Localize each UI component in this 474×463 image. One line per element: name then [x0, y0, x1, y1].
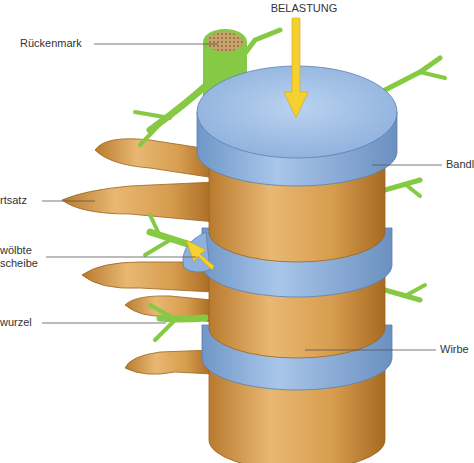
nerve: [135, 112, 170, 118]
nerve: [160, 318, 205, 319]
nerves: [135, 30, 445, 340]
spinous-process: [125, 350, 212, 374]
nerve: [140, 124, 160, 145]
nerve: [145, 240, 170, 255]
leader-line: [94, 44, 218, 45]
pressure-arrow: [186, 240, 214, 270]
leader-line: [42, 201, 95, 202]
load-arrow: [284, 18, 308, 118]
part-label: wölbte scheibe: [0, 244, 44, 270]
load-label: BELASTUNG: [264, 2, 344, 15]
part-label: Rückenmark: [20, 37, 92, 50]
leader-line: [46, 257, 196, 258]
nerve: [405, 184, 420, 196]
nerve: [150, 305, 175, 319]
spinous-process: [125, 296, 212, 322]
nerve: [150, 215, 160, 236]
leader-line: [305, 350, 436, 351]
leader-line: [372, 165, 442, 166]
spinal-cord-section: [207, 32, 243, 52]
part-label: Wirbe: [440, 343, 474, 356]
leader-line: [42, 323, 166, 324]
nerve: [385, 180, 420, 190]
leader-lines: [42, 44, 442, 350]
part-label: rtsatz: [0, 194, 40, 207]
spinous-process: [62, 182, 215, 222]
spinal-cord-top: [203, 29, 247, 55]
nerve: [420, 72, 445, 78]
nerve: [405, 285, 425, 296]
part-label: Bandl: [446, 158, 474, 171]
part-label: wurzel: [0, 316, 40, 329]
